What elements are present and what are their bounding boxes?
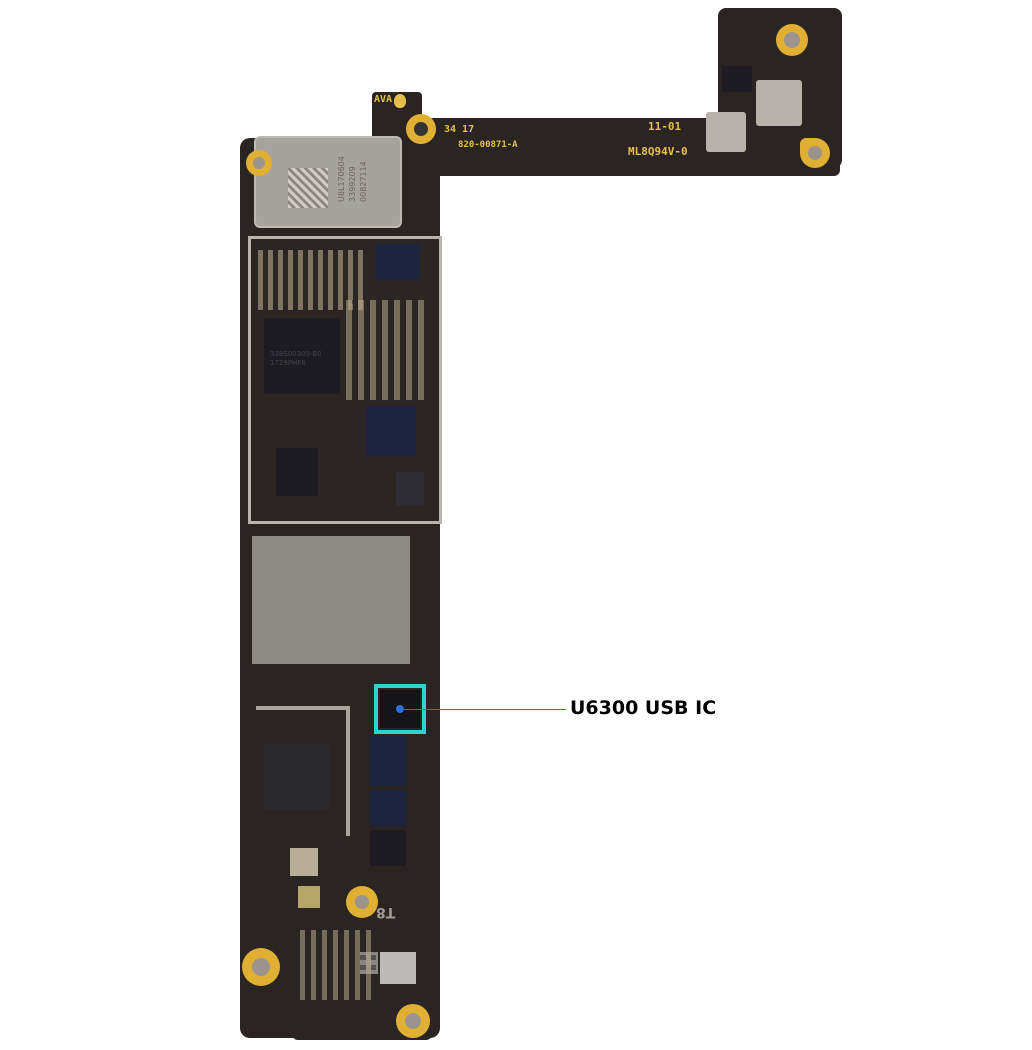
small-chip-lower	[276, 448, 318, 496]
mount-hole-top-right	[776, 24, 808, 56]
mount-hole-bottom-left	[242, 948, 280, 986]
gold-pad-chip	[298, 886, 320, 908]
dark-chip-lower	[370, 830, 406, 866]
silk-bottom-mark: T8	[376, 904, 396, 920]
rf-module-large	[756, 80, 802, 126]
silk-board-code: 11-01	[648, 120, 682, 133]
blue-chip-top	[376, 244, 420, 280]
components-grid-mid	[346, 300, 426, 400]
top-shield-can: U8L170604 3399209 00827114	[254, 136, 402, 228]
mount-hole-right-corner	[800, 138, 830, 168]
mount-hole-top-arm	[406, 114, 436, 144]
shield-marking: U8L170604 3399209 00827114	[336, 156, 369, 202]
silk-part-number: 820-00871-A	[458, 140, 518, 150]
qualcomm-chip	[264, 744, 330, 810]
marking-line: 1729PHF6	[270, 359, 306, 367]
blue-chip-mid	[366, 406, 416, 456]
silk-logo-text: AVA	[374, 94, 393, 105]
rf-chip-dark	[722, 66, 752, 92]
annotation-label: U6300 USB IC	[570, 697, 717, 719]
lower-shield-frame	[256, 706, 350, 836]
sensor-chip	[290, 848, 318, 876]
nand-shield-can	[252, 536, 410, 664]
small-chip-right	[396, 472, 424, 506]
rf-module-small	[706, 112, 746, 152]
marker-dot-icon	[396, 705, 404, 713]
processor-chip: 338S00309-B0 1729PHF6	[264, 318, 340, 394]
marking-line: 00827114	[359, 161, 368, 202]
leader-line	[404, 709, 566, 710]
datamatrix-code	[288, 168, 328, 208]
marking-line: 338S00309-B0	[270, 350, 322, 358]
mount-hole-top-left	[246, 150, 272, 176]
silk-ul-mark: ML8Q94V-0	[628, 145, 688, 158]
components-grid-lower	[300, 930, 376, 1000]
mount-hole-mid	[346, 886, 378, 918]
marking-line: U8L170604	[337, 156, 346, 202]
blue-chip-lower-2	[370, 790, 406, 826]
apple-logo-icon	[394, 94, 406, 108]
mount-hole-bottom-right	[396, 1004, 430, 1038]
silk-date-code: 34 17	[444, 124, 475, 135]
marking-line: 3399209	[348, 166, 357, 202]
blue-chip-lower-1	[370, 736, 406, 786]
grey-chip-bottom	[380, 952, 416, 984]
